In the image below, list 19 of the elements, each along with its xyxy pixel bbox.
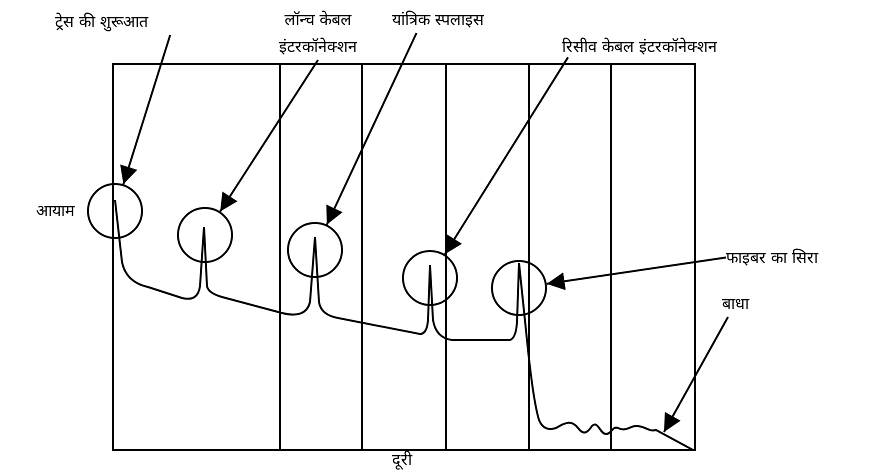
event-circle [87,183,143,239]
event-circle [402,250,458,306]
callout-text: ट्रेस की शुरूआत [55,8,215,35]
event-circle [491,260,547,316]
leader-arrow [326,32,418,226]
leader-arrow [219,59,319,212]
leader-arrow [546,256,726,290]
event-circle [177,207,233,263]
axis-label: आयाम [36,200,75,222]
leader-arrow [444,56,569,255]
callout-text: यांत्रिक स्पलाइस [392,6,567,33]
callout-text: बाधा [722,290,782,317]
callout-text: लॉन्च केबल इंटरकॉनेक्शन [248,6,388,60]
callout-text: रिसीव केबल इंटरकॉनेक्शन [562,33,862,60]
leader-arrow [120,34,172,185]
event-circle [287,222,343,278]
axis-label: दूरी [392,449,412,472]
callout-text: फाइबर का सिरा [726,244,866,271]
leader-arrow [663,316,729,432]
